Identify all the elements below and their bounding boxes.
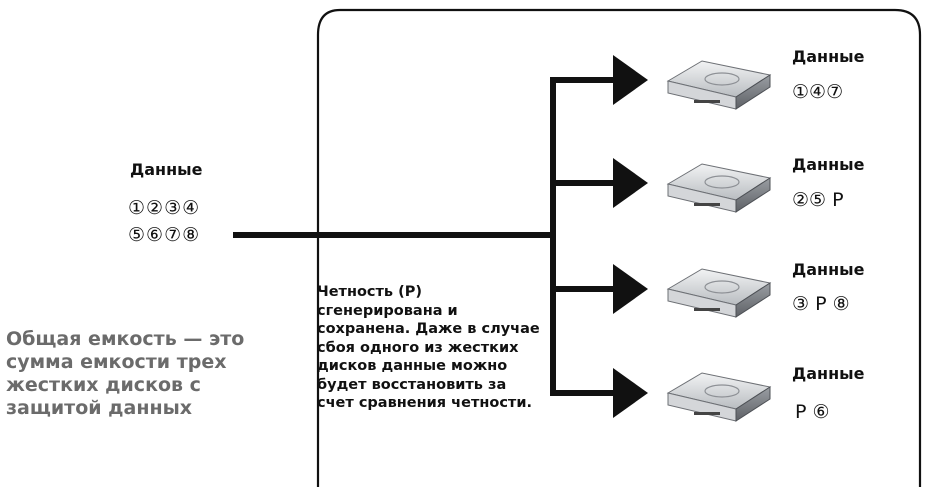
arrow-right-icon: [550, 55, 648, 105]
disk-2-title: Данные: [792, 155, 865, 174]
disk-1-blocks: ①④⑦: [792, 81, 844, 103]
hard-disk-icon: [666, 268, 772, 318]
arrow-right-icon: [550, 264, 648, 314]
disk-2-blocks: ②⑤ P: [792, 189, 844, 211]
arrow-right-icon: [550, 368, 648, 418]
disk-3-blocks: ③ P ⑧: [792, 293, 850, 315]
hard-disk-icon: [666, 163, 772, 213]
arrow-right-icon: [550, 158, 648, 208]
disk-4-blocks: P ⑥: [795, 401, 830, 423]
hard-disk-icon: [666, 372, 772, 422]
capacity-summary: Общая емкость — это сумма емкости трех ж…: [6, 328, 245, 419]
source-data-title: Данные: [130, 160, 203, 179]
hard-disk-icon: [666, 60, 772, 110]
disk-3-title: Данные: [792, 260, 865, 279]
disk-1-title: Данные: [792, 47, 865, 66]
parity-note: Четность (P) сгенерирована и сохранена. …: [317, 284, 540, 411]
source-data-blocks-2: ⑤⑥⑦⑧: [128, 224, 201, 246]
source-data-blocks-1: ①②③④: [128, 197, 201, 219]
disk-4-title: Данные: [792, 364, 865, 383]
raid-enclosure: [316, 8, 922, 487]
